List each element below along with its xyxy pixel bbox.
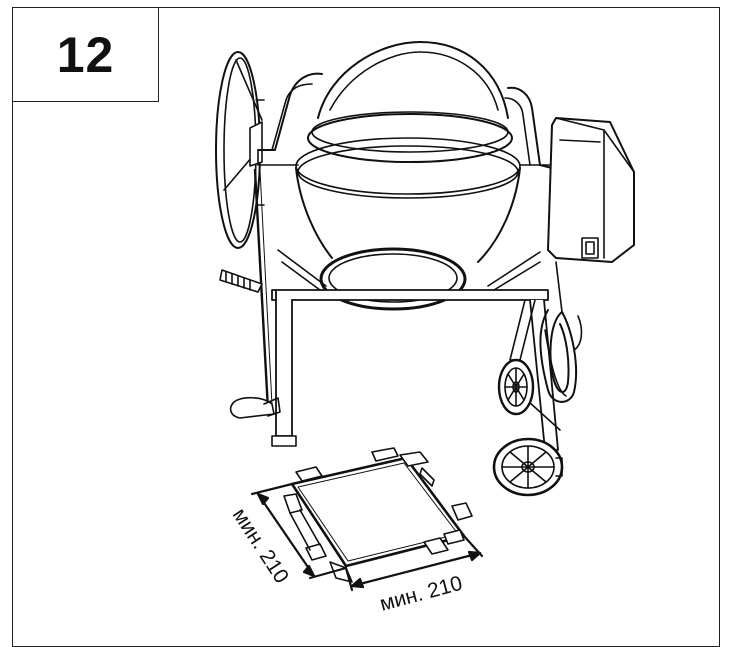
step-number-box: 12 [13, 8, 159, 102]
hand-wheel [215, 51, 265, 249]
wheel-rear [497, 358, 535, 416]
dimension-arrow-left [250, 482, 348, 580]
base-platform [283, 447, 473, 583]
dimension-arrow-bottom [344, 534, 484, 592]
step-number: 12 [56, 26, 115, 83]
wheel-front [492, 437, 564, 497]
dimension-label-bottom: мин. 210 [377, 572, 465, 616]
mixer-drum [295, 41, 521, 311]
dimension-label-left: мин. 210 [228, 504, 293, 587]
tilt-lever [219, 168, 281, 419]
motor-housing [539, 117, 635, 403]
